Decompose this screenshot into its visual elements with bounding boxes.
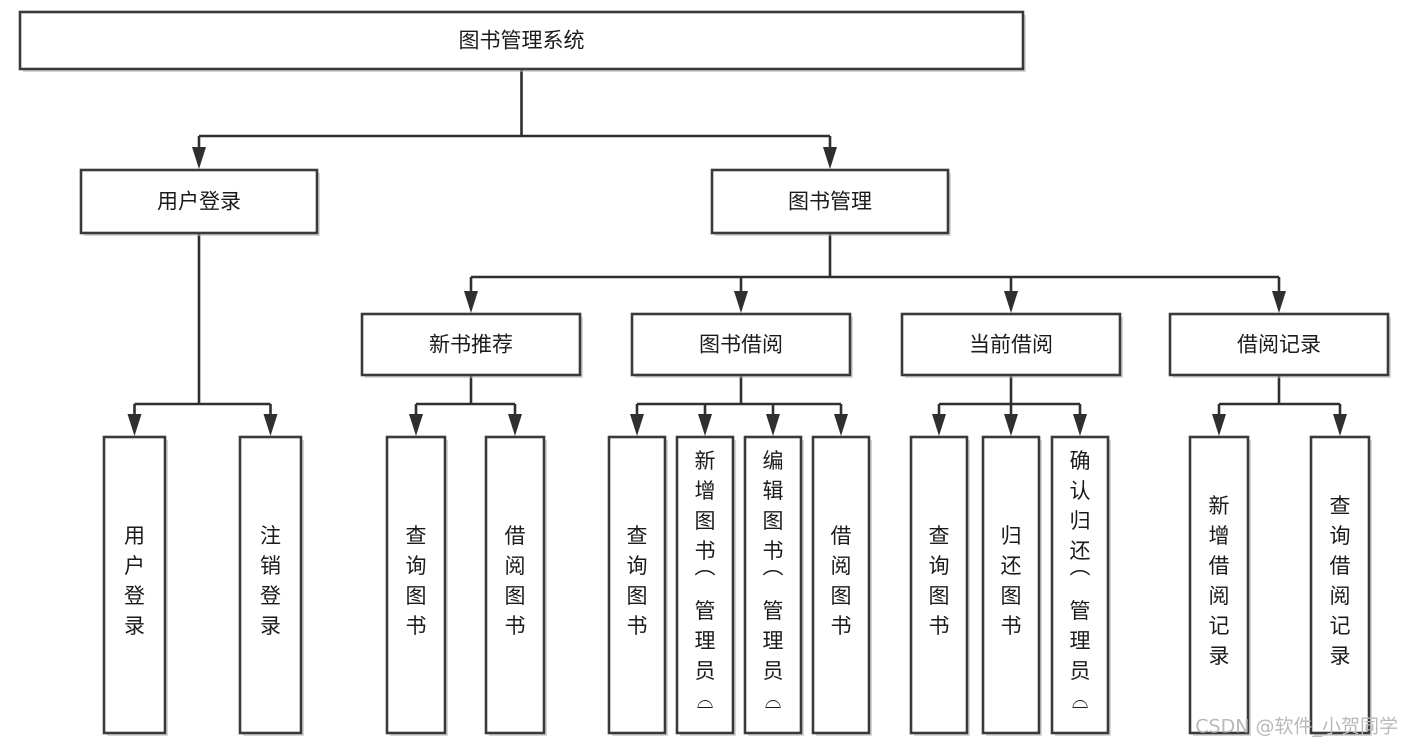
node-注销登录-l4[interactable]: 注销登录 <box>238 435 304 736</box>
arrowhead-编辑图书管理员 <box>766 414 780 436</box>
connector-group-图书管理系统 <box>192 69 837 169</box>
node-label: 借阅图书 <box>831 524 852 638</box>
node-借阅图书-l4[interactable]: 借阅图书 <box>484 435 547 736</box>
node-label: 归还图书 <box>1001 524 1022 638</box>
node-新书推荐-l3[interactable]: 新书推荐 <box>360 312 583 378</box>
node-label: 用户登录 <box>157 190 241 214</box>
node-border <box>238 435 303 735</box>
node-border <box>1050 435 1110 735</box>
node-border <box>385 435 447 735</box>
node-label: 图书管理 <box>788 190 872 214</box>
node-编辑图书管理员-l4[interactable]: 编辑图书⌒管理员⌓ <box>743 435 804 736</box>
arrowhead-确认归还管理员 <box>1073 414 1087 436</box>
node-新增图书管理员-l4[interactable]: 新增图书⌒管理员⌓ <box>675 435 736 736</box>
node-label: 编辑图书⌒管理员⌓ <box>763 449 784 713</box>
node-border <box>811 435 871 735</box>
node-借阅记录-l3[interactable]: 借阅记录 <box>1168 312 1391 378</box>
node-label: 确认归还⌒管理员⌓ <box>1070 449 1091 713</box>
arrowhead-注销登录 <box>263 414 278 436</box>
node-label: 查询图书 <box>929 524 950 638</box>
arrowhead-查询借阅记录 <box>1333 414 1347 436</box>
node-border <box>909 435 969 735</box>
node-border <box>900 312 1122 377</box>
connector-group-图书借阅 <box>630 375 848 436</box>
node-label: 用户登录 <box>124 524 145 638</box>
node-label: 注销登录 <box>260 524 281 638</box>
arrowhead-借阅图书 <box>508 414 522 436</box>
node-图书管理系统-l1[interactable]: 图书管理系统 <box>18 10 1026 72</box>
node-当前借阅-l3[interactable]: 当前借阅 <box>900 312 1123 378</box>
node-border <box>607 435 667 735</box>
node-图书借阅-l3[interactable]: 图书借阅 <box>630 312 853 378</box>
node-border <box>675 435 735 735</box>
node-border <box>1188 435 1250 735</box>
node-查询图书-l4[interactable]: 查询图书 <box>607 435 668 736</box>
arrowhead-查询图书 <box>409 414 423 436</box>
node-label: 借阅记录 <box>1237 333 1321 357</box>
node-border <box>484 435 546 735</box>
connector-group-图书管理 <box>464 233 1286 313</box>
node-label: 图书管理系统 <box>459 29 585 53</box>
node-border <box>1309 435 1371 735</box>
node-查询图书-l4[interactable]: 查询图书 <box>909 435 970 736</box>
arrowhead-新增图书管理员 <box>698 414 712 436</box>
node-label: 新书推荐 <box>429 333 513 357</box>
node-label: 当前借阅 <box>969 333 1053 357</box>
arrowhead-新增借阅记录 <box>1212 414 1226 436</box>
connector-group-用户登录 <box>127 233 278 436</box>
node-查询图书-l4[interactable]: 查询图书 <box>385 435 448 736</box>
node-label: 图书借阅 <box>699 333 783 357</box>
node-label: 借阅图书 <box>505 524 526 638</box>
node-确认归还管理员-l4[interactable]: 确认归还⌒管理员⌓ <box>1050 435 1111 736</box>
node-label: 查询借阅记录 <box>1330 494 1351 668</box>
arrowhead-用户登录 <box>192 147 206 169</box>
arrowhead-图书管理 <box>823 147 837 169</box>
node-用户登录-l2[interactable]: 用户登录 <box>79 168 320 236</box>
arrowhead-查询图书 <box>630 414 644 436</box>
node-layer: 图书管理系统用户登录图书管理新书推荐图书借阅当前借阅借阅记录用户登录注销登录查询… <box>18 10 1391 736</box>
arrowhead-查询图书 <box>932 414 946 436</box>
arrowhead-用户登录 <box>127 414 142 436</box>
node-label: 新增借阅记录 <box>1209 494 1230 668</box>
node-border <box>18 10 1025 71</box>
node-归还图书-l4[interactable]: 归还图书 <box>981 435 1042 736</box>
arrowhead-归还图书 <box>1004 414 1018 436</box>
node-border <box>981 435 1041 735</box>
node-border <box>710 168 950 235</box>
node-label: 查询图书 <box>627 524 648 638</box>
node-border <box>630 312 852 377</box>
node-图书管理-l2[interactable]: 图书管理 <box>710 168 951 236</box>
node-border <box>360 312 582 377</box>
node-查询借阅记录-l4[interactable]: 查询借阅记录 <box>1309 435 1372 736</box>
connector-group-借阅记录 <box>1212 375 1347 436</box>
node-用户登录-l4[interactable]: 用户登录 <box>102 435 168 736</box>
arrowhead-当前借阅 <box>1004 291 1018 313</box>
node-label: 查询图书 <box>406 524 427 638</box>
csdn-watermark: CSDN @软件_小贺同学 <box>1195 716 1398 738</box>
arrowhead-借阅图书 <box>834 414 848 436</box>
node-border <box>1168 312 1390 377</box>
node-border <box>79 168 319 235</box>
arrowhead-借阅记录 <box>1272 291 1286 313</box>
node-label: 新增图书⌒管理员⌓ <box>695 449 716 713</box>
connector-group-当前借阅 <box>932 375 1087 436</box>
node-新增借阅记录-l4[interactable]: 新增借阅记录 <box>1188 435 1251 736</box>
arrowhead-图书借阅 <box>734 291 748 313</box>
connector-layer <box>127 69 1347 436</box>
node-border <box>743 435 803 735</box>
connector-group-新书推荐 <box>409 375 522 436</box>
node-借阅图书-l4[interactable]: 借阅图书 <box>811 435 872 736</box>
arrowhead-新书推荐 <box>464 291 478 313</box>
node-border <box>102 435 167 735</box>
